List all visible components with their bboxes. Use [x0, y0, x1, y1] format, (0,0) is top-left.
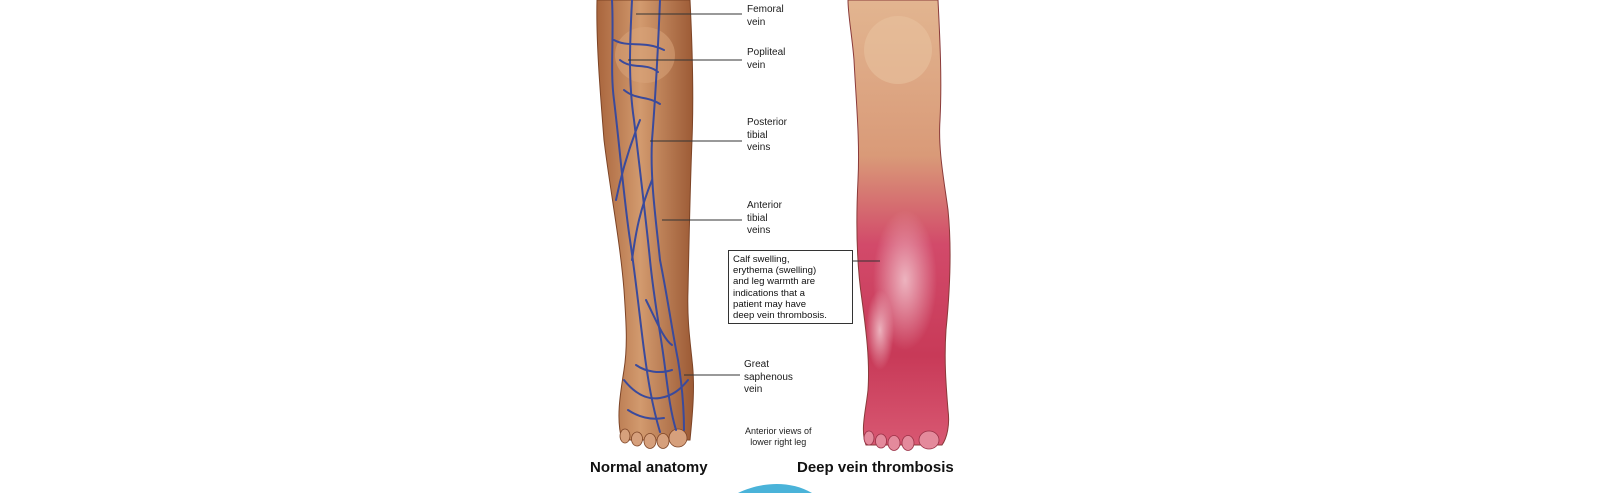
- label-popliteal-vein: Popliteal vein: [747, 47, 786, 71]
- swoosh-decoration: [738, 483, 812, 493]
- label-posterior-tibial-veins: Posterior tibial veins: [747, 117, 788, 153]
- dvt-leg: [847, 0, 951, 451]
- title-normal-anatomy: Normal anatomy: [590, 459, 708, 476]
- label-femoral-vein: Femoral vein: [747, 4, 784, 28]
- view-caption: Anterior views of lower right leg: [745, 426, 812, 447]
- dvt-note-box: Calf swelling, erythema (swelling) and l…: [728, 250, 853, 324]
- veins: [611, 0, 689, 433]
- label-great-saphenous-vein: Great saphenous vein: [744, 359, 793, 395]
- label-anterior-tibial-veins: Anterior tibial veins: [747, 200, 783, 236]
- title-deep-vein-thrombosis: Deep vein thrombosis: [797, 459, 954, 476]
